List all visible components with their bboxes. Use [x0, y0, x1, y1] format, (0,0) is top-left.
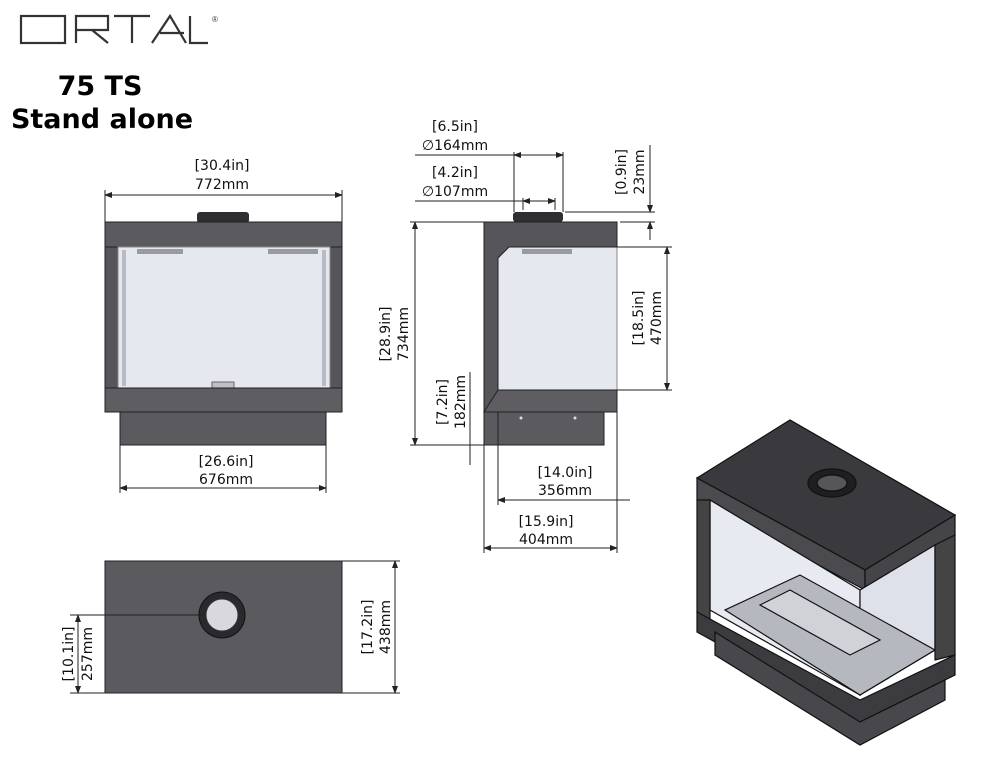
- glass-height-in: [18.5in]: [631, 291, 647, 346]
- front-view: [104, 212, 343, 446]
- depth-mm: 404mm: [519, 532, 573, 548]
- top-depth-mm: 438mm: [378, 600, 394, 654]
- depth-in: [15.9in]: [519, 514, 574, 530]
- isometric-view: [695, 419, 957, 746]
- top-depth-in: [17.2in]: [360, 600, 376, 655]
- base-width-in: [26.6in]: [199, 454, 254, 470]
- front-width-in: [30.4in]: [195, 158, 250, 174]
- top-view: [104, 560, 343, 694]
- glass-height-mm: 470mm: [649, 291, 665, 345]
- height-mm: 734mm: [396, 307, 412, 361]
- flue-inner-mm: ∅107mm: [422, 184, 488, 200]
- side-view: [483, 212, 618, 446]
- flue-offset-mm: 257mm: [80, 627, 96, 681]
- ortal-logo: [19, 13, 208, 45]
- front-width-mm: 772mm: [195, 177, 249, 193]
- base-height-in: [7.2in]: [435, 379, 451, 425]
- flue-inner-in: [4.2in]: [432, 165, 478, 181]
- base-height-mm: 182mm: [453, 375, 469, 429]
- flue-outer-in: [6.5in]: [432, 119, 478, 135]
- flue-offset-in: [10.1in]: [61, 627, 77, 682]
- flue-outer-mm: ∅164mm: [422, 138, 488, 154]
- base-width-mm: 676mm: [199, 472, 253, 488]
- model-title: 75 TS: [58, 71, 143, 102]
- flue-height-mm: 23mm: [632, 149, 648, 194]
- registered-mark: ®: [212, 15, 218, 24]
- inner-depth-in: [14.0in]: [538, 465, 593, 481]
- model-subtitle: Stand alone: [11, 104, 193, 135]
- flue-height-in: [0.9in]: [614, 149, 630, 195]
- height-in: [28.9in]: [378, 307, 394, 362]
- inner-depth-mm: 356mm: [538, 483, 592, 499]
